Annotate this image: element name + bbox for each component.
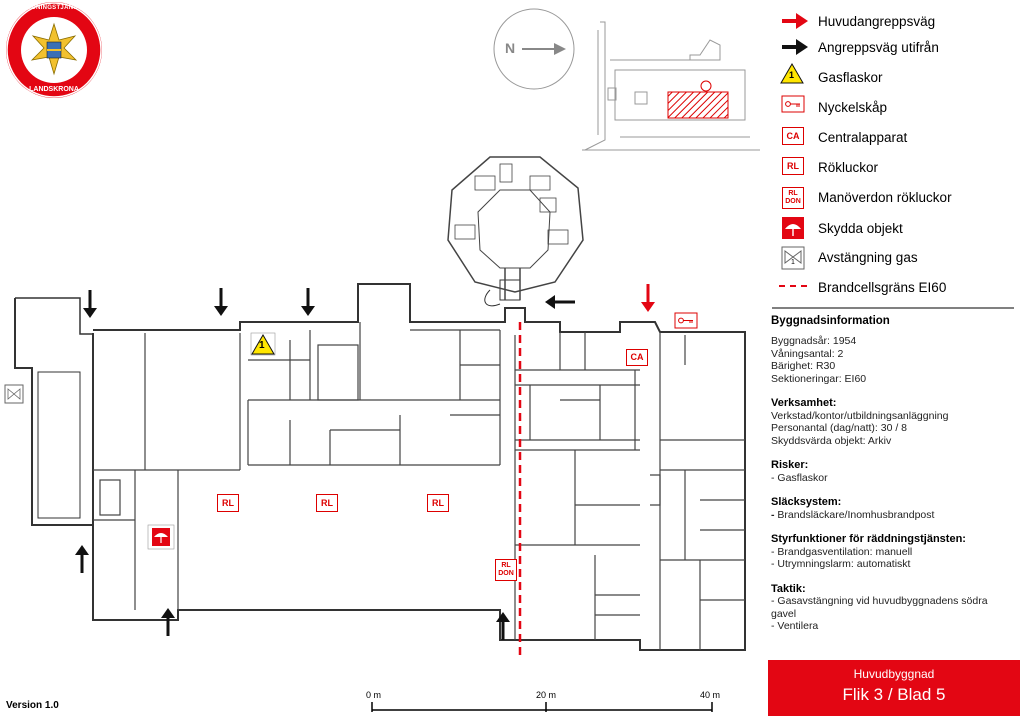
gas-warning-number: 1	[259, 340, 265, 351]
legend-icons	[772, 13, 1014, 309]
legend-key-cabinet-label: Nyckelskåp	[818, 99, 888, 115]
smoke-hatch-control-line2: DON	[498, 570, 514, 577]
footer-subtitle: Huvudbyggnad	[853, 667, 935, 681]
gas-shutoff-icon	[4, 384, 24, 404]
legend-gas-shutoff-symbol: 1	[791, 259, 795, 266]
scale-label-20: 20 m	[536, 690, 557, 700]
info-persons: Personantal (dag/natt): 30 / 8	[771, 422, 908, 434]
legend-gas-shutoff-label: Avstängning gas	[818, 249, 918, 265]
logo-top-text: RÄDDNINGSTJÄNSTEN	[17, 5, 91, 11]
legend-protect-object-label: Skydda objekt	[818, 220, 903, 236]
legend-smoke-hatch-control-label: Manöverdon rökluckor	[818, 189, 952, 205]
info-tactics-gas: - Gasavstängning vid huvudbyggnadens söd…	[771, 595, 988, 620]
info-control-alarm: - Utrymningslarm: automatiskt	[771, 558, 911, 570]
info-load-bearing: Bärighet: R30	[771, 360, 836, 372]
gas-warning-icon	[250, 332, 276, 356]
info-title: Byggnadsinformation	[771, 315, 890, 327]
version-label: Version 1.0	[6, 700, 59, 711]
info-sectioning: Sektioneringar: EI60	[771, 372, 867, 385]
north-compass	[493, 8, 575, 90]
info-extinguish-bullet: -	[771, 508, 778, 521]
info-risks-title: Risker:	[771, 459, 809, 471]
logo-bottom-text: LANDSKRONA	[29, 86, 79, 93]
fire-service-logo	[6, 2, 102, 98]
smoke-hatch-control-label: RL DON	[495, 559, 517, 581]
scale-bar	[371, 702, 713, 712]
key-cabinet-icon	[674, 312, 698, 329]
info-tactics-ventilate: - Ventilera	[771, 620, 819, 632]
info-activity-title: Verksamhet:	[771, 397, 837, 409]
info-protected: Skyddsvärda objekt: Arkiv	[771, 434, 892, 447]
info-tactics-title: Taktik:	[771, 582, 806, 595]
compass-label: N	[505, 40, 516, 56]
site-overview-map	[582, 21, 760, 151]
protect-object-icon	[147, 524, 175, 550]
info-control-ventilation: - Brandgasventilation: manuell	[771, 545, 913, 558]
legend-fire-cell-label: Brandcellsgräns EI60	[818, 279, 947, 295]
legend-gas-label: Gasflaskor	[818, 69, 883, 85]
legend-main-attack-label: Huvudangreppsväg	[818, 13, 936, 29]
legend-outside-attack-label: Angreppsväg utifrån	[818, 39, 939, 55]
legend-smoke-hatch-icon: RL	[782, 157, 804, 175]
smoke-hatch-control-line1: RL	[501, 562, 511, 569]
legend-central-unit-label: Centralapparat	[818, 129, 908, 145]
interior-walls	[93, 322, 745, 650]
info-extinguish-item: - Brandsläckare/Inomhusbrandpost	[771, 509, 1020, 522]
legend-central-unit-icon: CA	[782, 127, 804, 145]
smoke-hatch-label: RL	[427, 494, 449, 512]
info-control-title: Styrfunktioner för räddningstjänsten:	[771, 533, 966, 545]
main-attack-arrow	[641, 284, 655, 312]
scale-label-40: 40 m	[700, 690, 721, 700]
legend-smoke-hatch-label: Rökluckor	[818, 159, 879, 175]
info-risk-item: - Gasflaskor	[771, 471, 828, 484]
info-extinguish-text: Brandsläckare/Inomhusbrandpost	[777, 508, 935, 521]
info-extinguish-title: Släcksystem:	[771, 496, 842, 508]
smoke-hatch-label: RL	[217, 494, 239, 512]
outside-attack-arrows	[75, 288, 575, 640]
building-info-panel: Byggnadsinformation Byggnadsår: 1954 Vån…	[768, 310, 1020, 660]
legend-smoke-hatch-control-icon: RL DON	[782, 187, 804, 209]
info-floors: Våningsantal: 2	[771, 347, 844, 360]
info-year: Byggnadsår: 1954	[771, 335, 857, 347]
scale-label-0: 0 m	[366, 690, 382, 700]
octagon-building	[447, 156, 584, 300]
legend-gas-symbol: 1	[789, 70, 795, 80]
central-unit-label: CA	[626, 349, 648, 366]
info-activity-type: Verkstad/kontor/utbildningsanläggning	[771, 409, 949, 422]
sheet-footer: Huvudbyggnad Flik 3 / Blad 5	[768, 660, 1020, 716]
footer-title: Flik 3 / Blad 5	[842, 685, 946, 704]
smoke-hatch-label: RL	[316, 494, 338, 512]
